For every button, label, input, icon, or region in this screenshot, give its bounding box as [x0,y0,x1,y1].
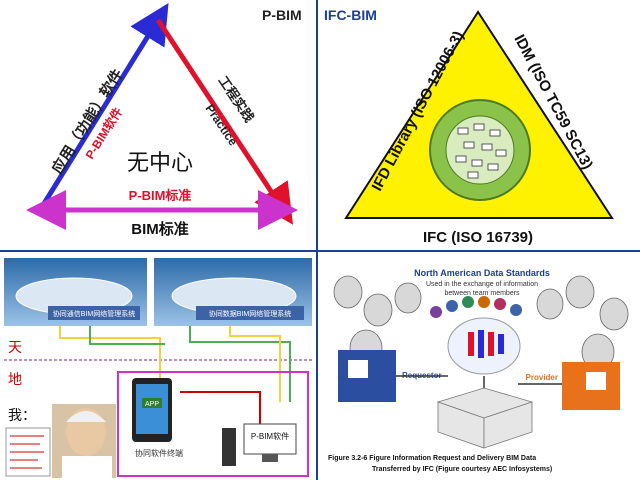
phone-caption: 协同软件终端 [135,448,183,458]
na-subtitle-2: between team members [444,290,520,297]
cloud-left-label-bg [48,306,140,320]
provider-label: Provider [526,373,558,382]
building-model [436,387,534,449]
sky-earth-diagram: 协同通信BIM网络管理系统 协同数据BIM网络管理系统 天 地 我： APP 协… [4,258,312,478]
earth-box [117,371,309,477]
red-edge-arrow [155,18,294,225]
exchange-orbs [430,296,522,318]
ifc-bim-title: IFC-BIM [324,7,377,23]
computer-label: P-BIM软件 [251,431,289,441]
na-subtitle-1: Used in the exchange of information [426,281,538,288]
phone-app-label: APP [145,401,159,408]
north-american-diagram: North American Data Standards Used in th… [328,268,629,473]
network-nodes [455,123,507,179]
sky-earth-panel: 协同通信BIM网络管理系统 协同数据BIM网络管理系统 天 地 我： APP 协… [0,252,316,480]
ifc-bim-diagram: IFC-BIM IFD Library (ISO 12006-3) IDM (I… [324,7,614,246]
hub-bars [468,330,504,358]
p-bim-title: P-BIM [262,7,302,23]
label-sky: 天 [8,339,22,355]
bottom-label: BIM标准 [131,220,189,238]
provider-icon [586,372,606,390]
requestor-icon [348,360,368,378]
bottom-inner-label: P-BIM标准 [129,188,192,203]
label-earth: 地 [8,371,22,387]
horizontal-divider [0,250,640,252]
na-title: North American Data Standards [414,268,550,278]
vertical-divider [316,0,318,480]
ifc-label: IFC (ISO 16739) [423,229,533,246]
smartphone: APP [132,378,172,442]
team-members [333,275,629,371]
figure-caption-2: Transferred by IFC (Figure courtesy AEC … [372,466,552,473]
p-bim-panel: P-BIM 应用（功能）软件 P-BIM软件 工程实践 Practice 无中心… [0,0,316,250]
notes-lines [10,435,44,469]
blue-edge-arrow [37,3,169,212]
person-photo [52,404,116,478]
cloud-right-label-bg [196,306,304,320]
cloud-left-label: 协同通信BIM网络管理系统 [53,309,135,318]
label-me: 我： [8,407,36,423]
north-american-panel: North American Data Standards Used in th… [318,252,640,480]
p-bim-diagram: P-BIM 应用（功能）软件 P-BIM软件 工程实践 Practice 无中心… [26,3,302,238]
cloud-right-label: 协同数据BIM网络管理系统 [209,309,291,318]
computer [222,423,297,466]
ifc-bim-panel: IFC-BIM IFD Library (ISO 12006-3) IDM (I… [318,0,640,250]
center-label: 无中心 [127,150,193,175]
phone-caption-bg [122,446,196,460]
figure-caption-1: Figure 3.2-6 Figure Information Request … [328,455,536,462]
